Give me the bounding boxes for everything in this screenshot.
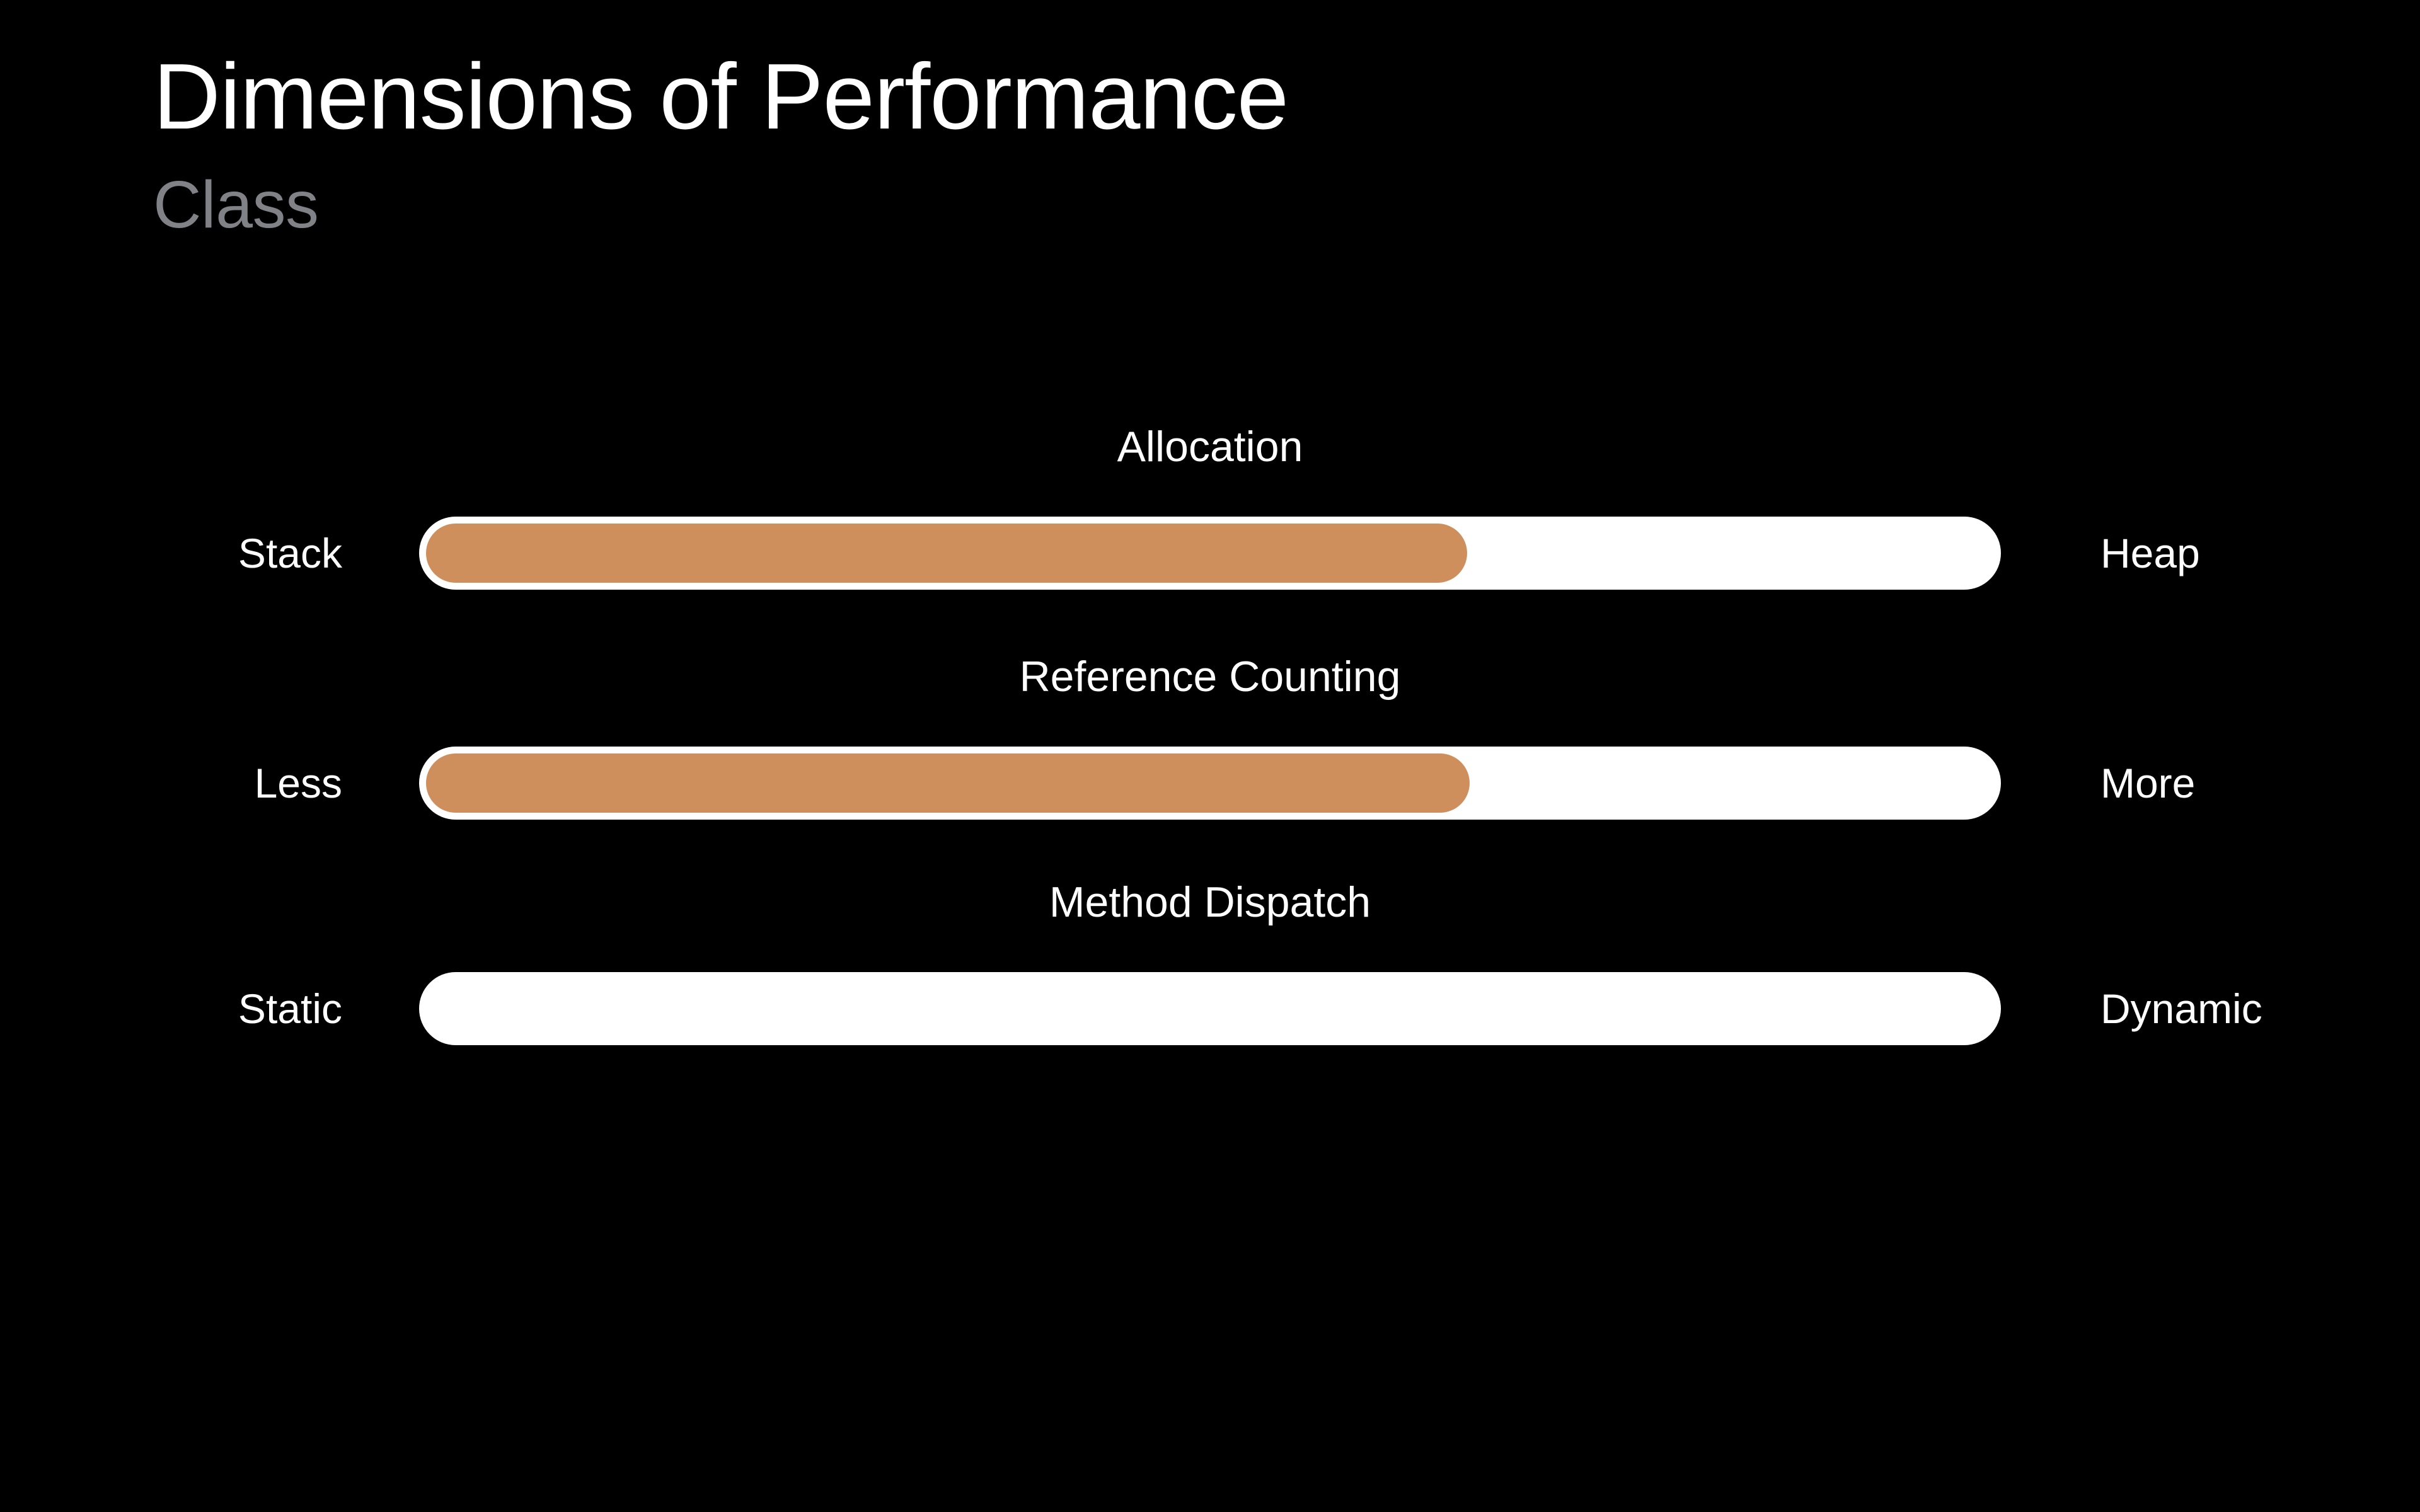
page-title: Dimensions of Performance <box>153 45 1289 149</box>
dimension-row-reference-counting: Reference Counting Less More <box>0 653 2420 820</box>
dimension-track[interactable] <box>419 517 2001 590</box>
slide-header: Dimensions of Performance Class <box>153 45 2233 242</box>
dimension-fill-bar <box>426 753 1470 813</box>
dimension-track[interactable] <box>419 972 2001 1045</box>
page-subtitle: Class <box>153 168 319 242</box>
dimension-left-endpoint-label: Static <box>238 985 342 1032</box>
dimension-left-endpoint-label: Less <box>254 760 342 806</box>
dimension-row-method-dispatch: Method Dispatch Static Dynamic <box>0 881 2420 1045</box>
dimension-right-endpoint-label: Heap <box>2100 530 2200 576</box>
dimension-caption: Method Dispatch <box>1049 878 1371 926</box>
dimension-caption: Allocation <box>1117 423 1303 471</box>
dimension-right-endpoint-label: More <box>2100 760 2196 806</box>
dimension-caption: Reference Counting <box>1019 653 1401 701</box>
dimension-right-endpoint-label: Dynamic <box>2100 985 2262 1032</box>
dimension-row-allocation: Allocation Stack Heap <box>0 423 2420 590</box>
dimension-left-endpoint-label: Stack <box>238 530 342 576</box>
dimension-track[interactable] <box>419 747 2001 820</box>
dimension-fill-bar <box>426 524 1467 583</box>
